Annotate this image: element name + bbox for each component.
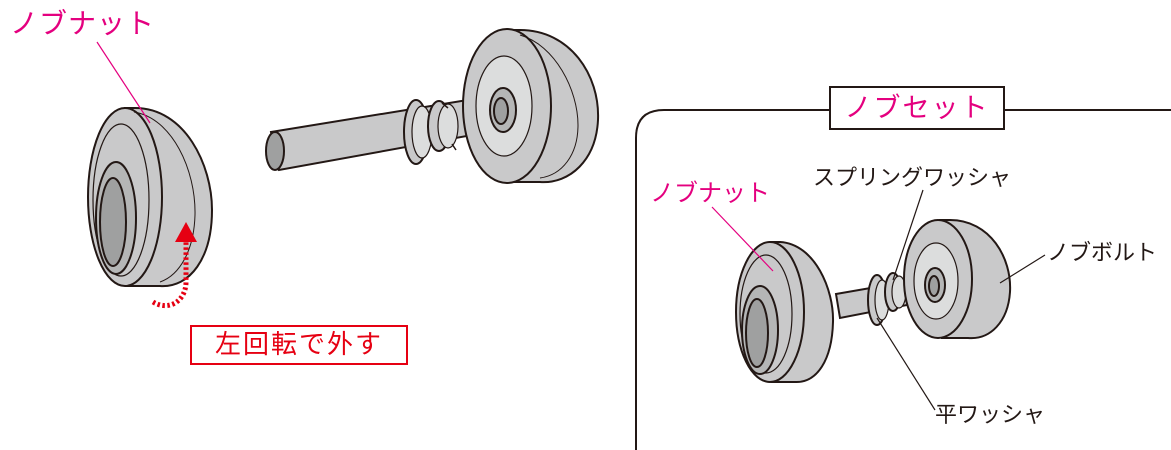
knob-bolt-assembly-small bbox=[834, 219, 1012, 340]
leader-panel-knob-nut bbox=[711, 206, 774, 272]
knob-nut-large bbox=[87, 107, 214, 288]
rotate-left-instruction: 左回転で外す bbox=[190, 325, 408, 365]
knob-nut-label: ノブナット bbox=[10, 7, 156, 40]
knob-set-panel-title: ノブセット bbox=[829, 86, 1005, 130]
knob-bolt-assembly-large bbox=[265, 28, 600, 184]
knob-set-panel-frame bbox=[635, 109, 1171, 450]
rotation-arrow bbox=[151, 222, 197, 309]
knob-bolt-label: ノブボルト bbox=[1047, 241, 1158, 266]
spring-washer-label: スプリングワッシャ bbox=[813, 166, 1012, 191]
leader-main-knob-nut bbox=[96, 41, 151, 124]
leader-spring-washer bbox=[892, 189, 924, 281]
flat-washer-label: 平ワッシャ bbox=[935, 403, 1046, 428]
panel-knob-nut-label: ノブナット bbox=[650, 179, 770, 207]
leader-flat-washer bbox=[876, 317, 936, 411]
leader-knob-bolt bbox=[999, 254, 1046, 284]
knob-nut-small bbox=[735, 241, 835, 384]
